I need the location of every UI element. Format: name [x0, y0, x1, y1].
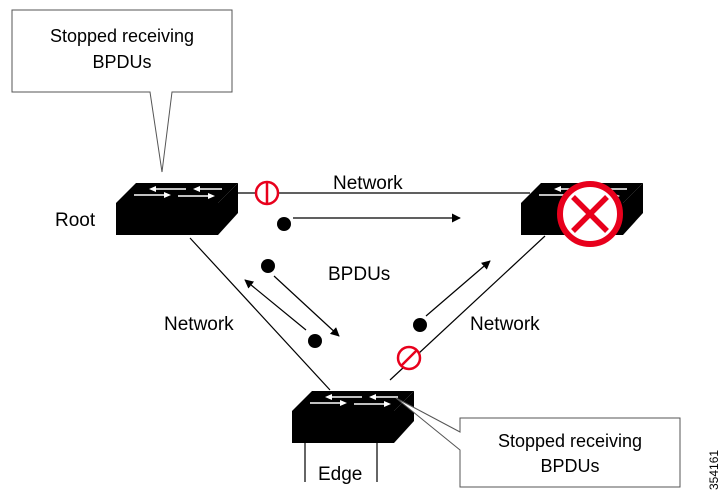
edge-switch-icon	[291, 390, 415, 444]
bpdu-arrow-to-root	[244, 279, 307, 331]
bpdu-arrow-edge-to-right	[425, 260, 491, 317]
bpdu-dot	[261, 259, 275, 273]
link-root-to-edge	[189, 237, 331, 391]
edge-label: Edge	[318, 464, 362, 485]
figure-id: 354161	[707, 450, 721, 490]
root-label: Root	[55, 210, 96, 231]
bpdu-dot	[413, 318, 427, 332]
callout-top-line1: Stopped receiving	[50, 26, 194, 46]
x-circle-icon	[557, 181, 623, 247]
bpdu-dot	[308, 334, 322, 348]
callout-top-box	[11, 9, 233, 173]
no-entry-icon	[396, 345, 422, 371]
bpdu-arrow-to-edge	[273, 275, 340, 337]
callout-bottom-line1: Stopped receiving	[498, 431, 642, 451]
network-top-label: Network	[333, 173, 403, 194]
callout-bottom: Stopped receiving BPDUs	[395, 397, 681, 488]
callout-bottom-line2: BPDUs	[540, 456, 599, 476]
network-right-label: Network	[470, 314, 540, 335]
bpdus-label: BPDUs	[328, 264, 390, 285]
bpdu-dot	[277, 217, 291, 231]
root-switch-icon	[115, 182, 239, 236]
network-left-label: Network	[164, 314, 234, 335]
callout-top-line2: BPDUs	[92, 52, 151, 72]
callout-top: Stopped receiving BPDUs	[11, 9, 233, 173]
callout-bottom-box	[395, 397, 681, 488]
port-blocked-icon	[254, 180, 280, 206]
